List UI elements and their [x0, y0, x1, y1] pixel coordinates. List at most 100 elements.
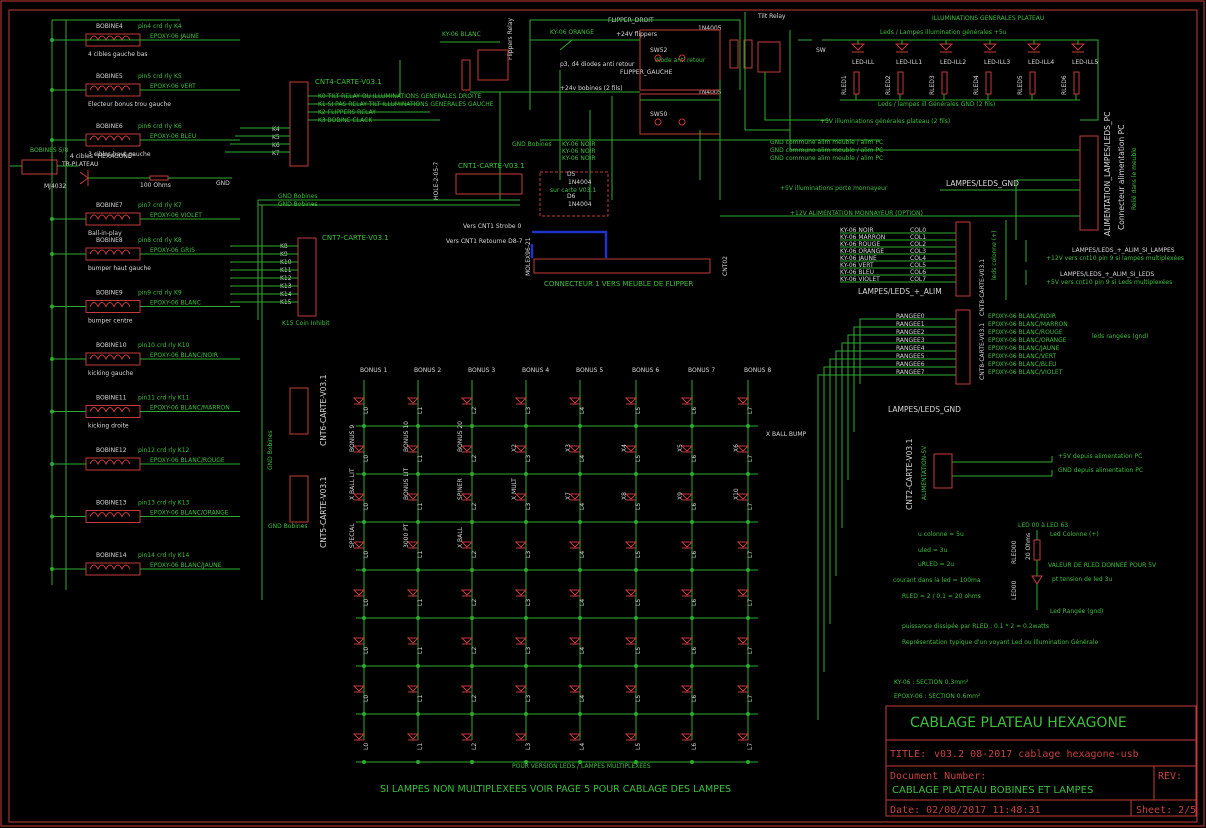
extra-coil-res: 100 Ohms [140, 182, 171, 189]
matrix-led: L2 [460, 493, 478, 524]
cnt2-sub: ALIMENTATION-5V [921, 445, 928, 500]
matrix-led: L1 [406, 733, 424, 764]
coil-ref: BOBINE14 [96, 552, 127, 559]
alim-lampes-note: +12V vers cnt10 pin 9 si lampes multiple… [1046, 255, 1184, 262]
v24-flippers: +24V flippers [616, 31, 657, 38]
matrix-led-label: L0 [363, 455, 370, 462]
row-wire: EPOXY-06 BLANC/NOIR [988, 313, 1056, 320]
coil-desc: 3 cibles haut gauche [88, 151, 151, 158]
cnt5-name: CNT5-CARTE-V03.1 [319, 476, 328, 548]
matrix-bonus: BONUS 5 [576, 367, 603, 374]
ill-title: ILLUMINATIONS GENERALES PLATEAU [932, 15, 1044, 22]
matrix-led-label: L5 [635, 743, 642, 750]
calc-notes: LED 00 à LED 63 Led Colonne (+) VALEUR D… [893, 522, 1157, 646]
matrix-led-label: L4 [579, 743, 586, 750]
matrix-led-label: L5 [635, 647, 642, 654]
row-name: RANGEE0 [896, 313, 925, 320]
col-label: LAMPES/LEDS_+_ALIM [858, 287, 942, 296]
rev-label: REV: [1158, 771, 1182, 782]
matrix-led-label: L4 [579, 599, 586, 606]
ill-rled-label: RLED1 [841, 75, 848, 95]
coil-desc: Ball-in-play [88, 230, 122, 237]
matrix-led-label: L1 [417, 407, 424, 414]
matrix-led: L3 [514, 589, 532, 620]
coil-wire: pin11 crd rly K11 [138, 395, 190, 402]
matrix-led-label: L6 [691, 599, 698, 606]
matrix-led-label: L3 [525, 407, 532, 414]
matrix-led: L0 [352, 685, 370, 716]
coil-ref: BOBINE4 [96, 23, 123, 30]
matrix-led-label: L1 [417, 599, 424, 606]
ill-led-label: LED-ILL4 [1028, 59, 1054, 66]
calc-line: Représentation typique d'un voyant Led o… [902, 639, 1099, 646]
calc-led: LED 00 à LED 63 [1018, 522, 1068, 529]
matrix-led-label: L0 [363, 743, 370, 750]
coil-wire: pin13 crd rly K13 [138, 500, 190, 507]
matrix-led: L4 [568, 589, 586, 620]
matrix-led-label: L3 [525, 551, 532, 558]
alim-sub: Connecteur alimentation PC [1117, 125, 1126, 230]
gnd-commune-3: GND commune alim meuble / alim PC [770, 155, 883, 162]
docnum-label: Document Number: [890, 771, 986, 782]
cnt-row-name: CNT8-CARTE-V03.1 [979, 323, 986, 380]
matrix-lamp-name: X4 [621, 444, 628, 452]
matrix-led: L4 [568, 733, 586, 764]
ill-rled-label: RLED5 [1017, 75, 1024, 95]
coil-wire: pin10 crd rly K10 [138, 342, 190, 349]
coil-conn: EPOXY-06 BLANC/ROUGE [150, 457, 225, 464]
matrix-led: L6 [680, 685, 698, 716]
matrix-led-label: L2 [471, 551, 478, 558]
matrix-led-label: L3 [525, 455, 532, 462]
ill-sw: SW [816, 47, 826, 54]
row-wire: EPOXY-06 BLANC/ROUGE [988, 329, 1063, 336]
power-v5: +5V depuis alimentation PC [1058, 453, 1142, 460]
coil-conn: EPOXY-06 GRIS [150, 247, 195, 254]
cnt1-vers2: Vers CNT1 Retourne D8-7 [446, 238, 523, 245]
cnt5-connector: CNT5-CARTE-V03.1 GND Bobines [268, 475, 328, 548]
matrix-led: L6 [680, 493, 698, 524]
cnt6-gnd: GND Bobines [267, 430, 274, 470]
col-wire: KY-06 JAUNE [840, 255, 877, 262]
matrix-led-label: L0 [363, 551, 370, 558]
section-ep: EPOXY-06 : SECTION 0.6mm² [894, 693, 981, 700]
coil-wire: pin5 crd rly K5 [138, 73, 182, 80]
col-name: COL7 [910, 276, 926, 283]
matrix-led: L3 [514, 445, 532, 476]
ill-rled-label: RLED6 [1061, 75, 1068, 95]
diode-b: 1N4005 [698, 89, 722, 96]
sheet: Sheet: 2/5 [1136, 805, 1196, 816]
d5: D5 [567, 171, 576, 178]
matrix-led-label: L4 [579, 551, 586, 558]
matrix-led: L0 [352, 733, 370, 764]
xball-bump: X BALL BUMP [766, 431, 807, 438]
matrix-led-label: L1 [417, 551, 424, 558]
matrix-led: L3 [514, 685, 532, 716]
project-title: CABLAGE PLATEAU HEXAGONE [910, 715, 1127, 731]
kyo-orange: KY-06 ORANGE [550, 29, 594, 36]
matrix-led-label: L5 [635, 455, 642, 462]
matrix-led-label: L3 [525, 647, 532, 654]
matrix-lamp-name: 3000 PT [403, 523, 410, 548]
title-block: CABLAGE PLATEAU HEXAGONE TITLE: v03.2 08… [885, 705, 1197, 817]
alim-leds-note: +5V vers cnt10 pin 9 si Leds multiplexée… [1046, 279, 1172, 286]
coil-desc: 4 cibles gauche bas [88, 51, 148, 58]
matrix-led: L2 [460, 637, 478, 668]
extra-coil-ref: BOBINES 5/8 [30, 147, 68, 154]
row-connector: CNT8-CARTE-V03.1 leds rangées (gnd) LAMP… [817, 309, 1148, 720]
flippers-relay: Flippers Relay [507, 17, 514, 60]
calc-line: puissance dissipée par RLED : 0.1 * 2 = … [902, 623, 1049, 630]
leds-note: POUR VERSION LEDS / LAMPES MULTIPLEXEES [512, 763, 651, 770]
matrix-led: L0 [352, 493, 370, 524]
matrix-led-label: L7 [747, 743, 754, 750]
matrix-lamp-name: X3 [565, 444, 572, 452]
matrix-bonus: BONUS 2 [414, 367, 441, 374]
matrix-led-label: L4 [579, 695, 586, 702]
diodes-note: p3, d4 diodes anti retour [560, 61, 635, 68]
kyo-noir-1: KY-06 NOIR [562, 141, 596, 148]
title-label: TITLE: [890, 749, 926, 760]
